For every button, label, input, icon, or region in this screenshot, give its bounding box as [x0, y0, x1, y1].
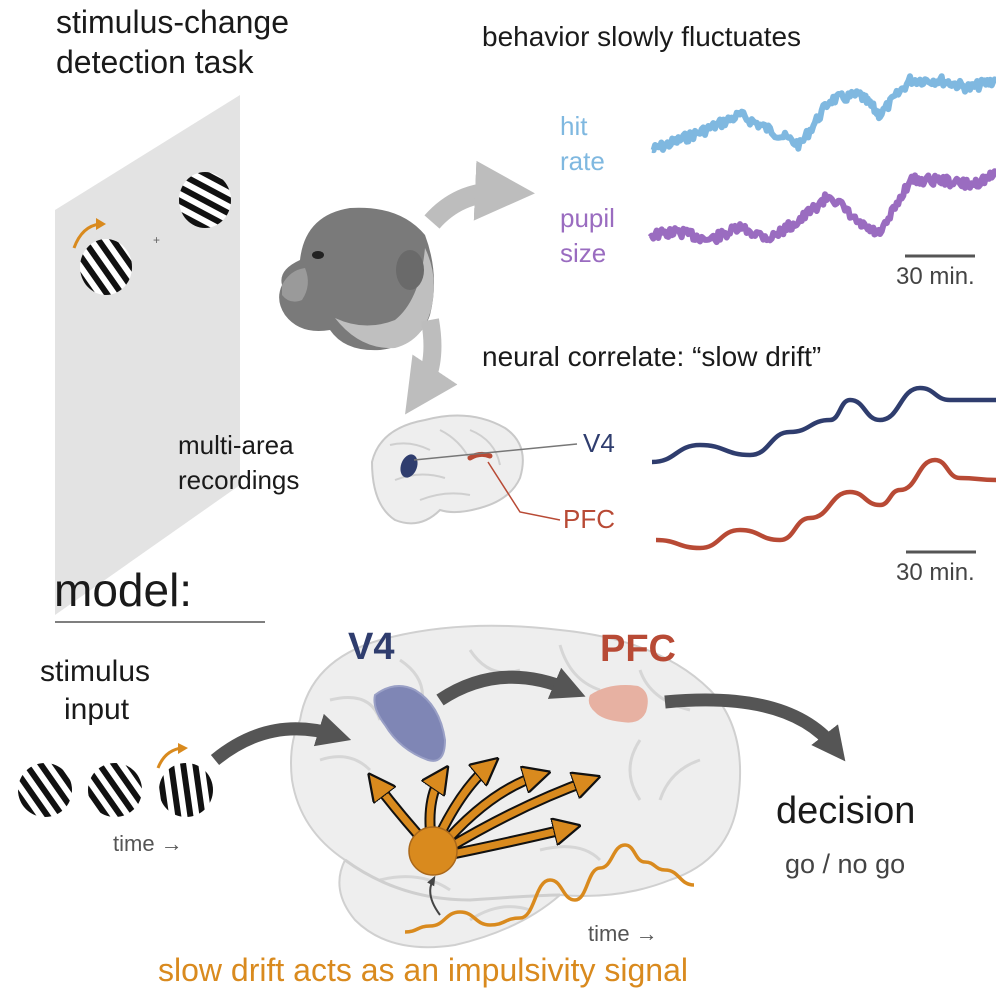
stimulus-input-line2: input — [64, 693, 130, 726]
model-grating-3 — [159, 763, 213, 817]
arrow-to-recordings-icon — [405, 318, 458, 415]
pfc-slow-drift-trace — [655, 457, 996, 551]
pupil-label-line2: size — [560, 238, 607, 268]
input-to-v4-arrow-icon — [210, 713, 352, 766]
hit-rate-trace — [650, 73, 996, 154]
v4-slow-drift-trace — [651, 385, 996, 465]
fixation-cross: + — [153, 233, 160, 247]
drift-time-label: time → — [588, 921, 658, 946]
model-grating-2 — [88, 763, 142, 817]
grating-stimulus-right — [179, 172, 231, 228]
hit-rate-label-line2: rate — [560, 146, 605, 176]
pfc-label: PFC — [563, 504, 615, 534]
stimulus-input-line1: stimulus — [40, 655, 151, 688]
model-v4-label: V4 — [348, 626, 395, 668]
neural-scale-label: 30 min. — [896, 559, 975, 586]
behavior-title: behavior slowly fluctuates — [482, 21, 802, 52]
neural-title: neural correlate: “slow drift” — [482, 341, 822, 372]
model-grating-1 — [18, 763, 72, 817]
recordings-label-line1: multi-area — [178, 430, 294, 460]
drift-source-node — [408, 826, 458, 876]
pfc-pointer-line — [487, 461, 561, 521]
pfc-to-decision-arrow-icon — [664, 693, 846, 762]
small-brain-icon — [370, 414, 524, 525]
model-pfc-region — [588, 685, 648, 723]
decision-label: decision — [776, 790, 916, 832]
behavior-scale-label: 30 min. — [896, 263, 975, 290]
model-v4-region — [373, 685, 447, 762]
model-slow-drift-trace — [404, 843, 695, 934]
decision-sub-label: go / no go — [785, 849, 906, 879]
stimulus-time-label: time → — [113, 831, 183, 856]
model-pfc-label: PFC — [600, 628, 676, 670]
model-title: model: — [54, 564, 193, 616]
task-title-line2: detection task — [56, 44, 254, 80]
task-screen: + — [55, 95, 240, 615]
model-caption: slow drift acts as an impulsivity signal — [158, 952, 688, 988]
monkey-head-icon — [279, 207, 434, 351]
task-title-line1: stimulus-change — [56, 4, 289, 40]
v4-to-pfc-arrow-icon — [436, 667, 586, 706]
arrow-to-behavior-icon — [424, 160, 535, 229]
drift-to-node-pointer-icon — [427, 875, 441, 916]
v4-label: V4 — [583, 428, 615, 458]
hit-rate-label-line1: hit — [560, 111, 588, 141]
recordings-label-line2: recordings — [178, 465, 300, 495]
grating-stimulus-left — [80, 239, 132, 295]
pupil-label-line1: pupil — [560, 203, 615, 233]
pupil-size-trace — [647, 168, 996, 246]
v4-pointer-line — [413, 443, 578, 461]
